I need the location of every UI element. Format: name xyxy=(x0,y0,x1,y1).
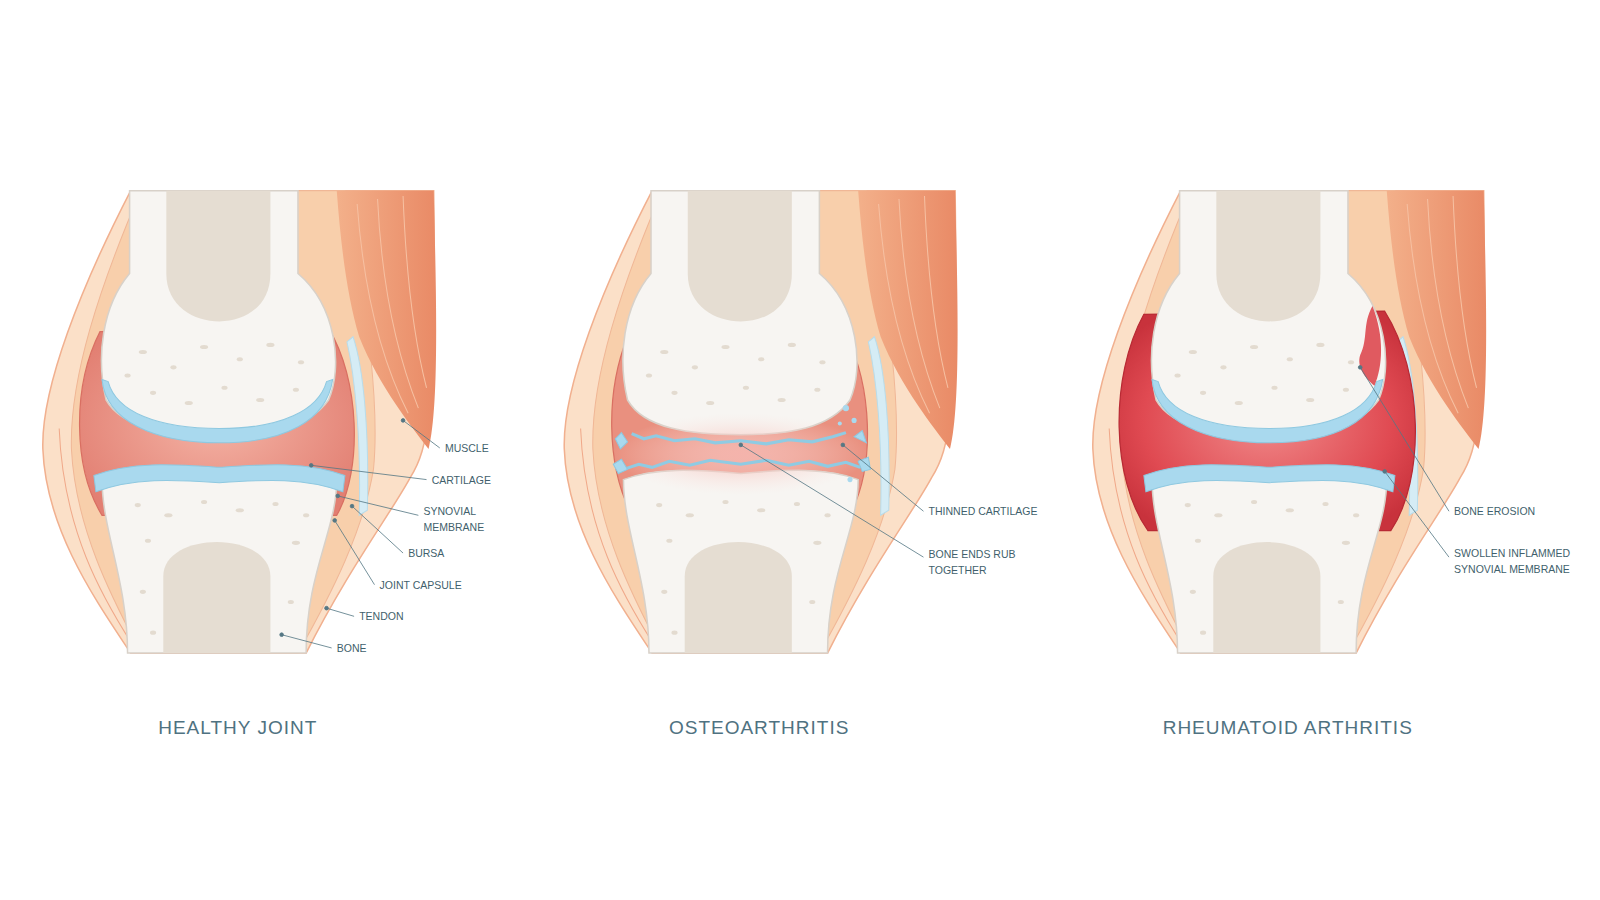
osteoarthritis-joint xyxy=(564,191,957,653)
part-label: BURSA xyxy=(408,545,444,561)
part-label: SWOLLEN INFLAMMED SYNOVIAL MEMBRANE xyxy=(1454,545,1584,577)
rheumatoid-arthritis-joint xyxy=(1093,191,1486,653)
part-label: JOINT CAPSULE xyxy=(380,577,462,593)
figure-caption: RHEUMATOID ARTHRITIS xyxy=(1088,716,1488,740)
figure-caption: OSTEOARTHRITIS xyxy=(559,716,959,740)
part-label: CARTILAGE xyxy=(432,472,491,488)
part-label: BONE ENDS RUB TOGETHER xyxy=(929,546,1017,578)
part-label: BONE EROSION xyxy=(1454,503,1535,519)
part-label: THINNED CARTILAGE xyxy=(929,503,1038,519)
part-label: MUSCLE xyxy=(445,440,489,456)
healthy-joint xyxy=(43,191,436,653)
part-label: SYNOVIAL MEMBRANE xyxy=(423,503,495,535)
part-label: BONE xyxy=(337,640,367,656)
leader-lines xyxy=(280,366,1449,648)
figure-caption: HEALTHY JOINT xyxy=(38,716,438,740)
part-label: TENDON xyxy=(359,608,403,624)
